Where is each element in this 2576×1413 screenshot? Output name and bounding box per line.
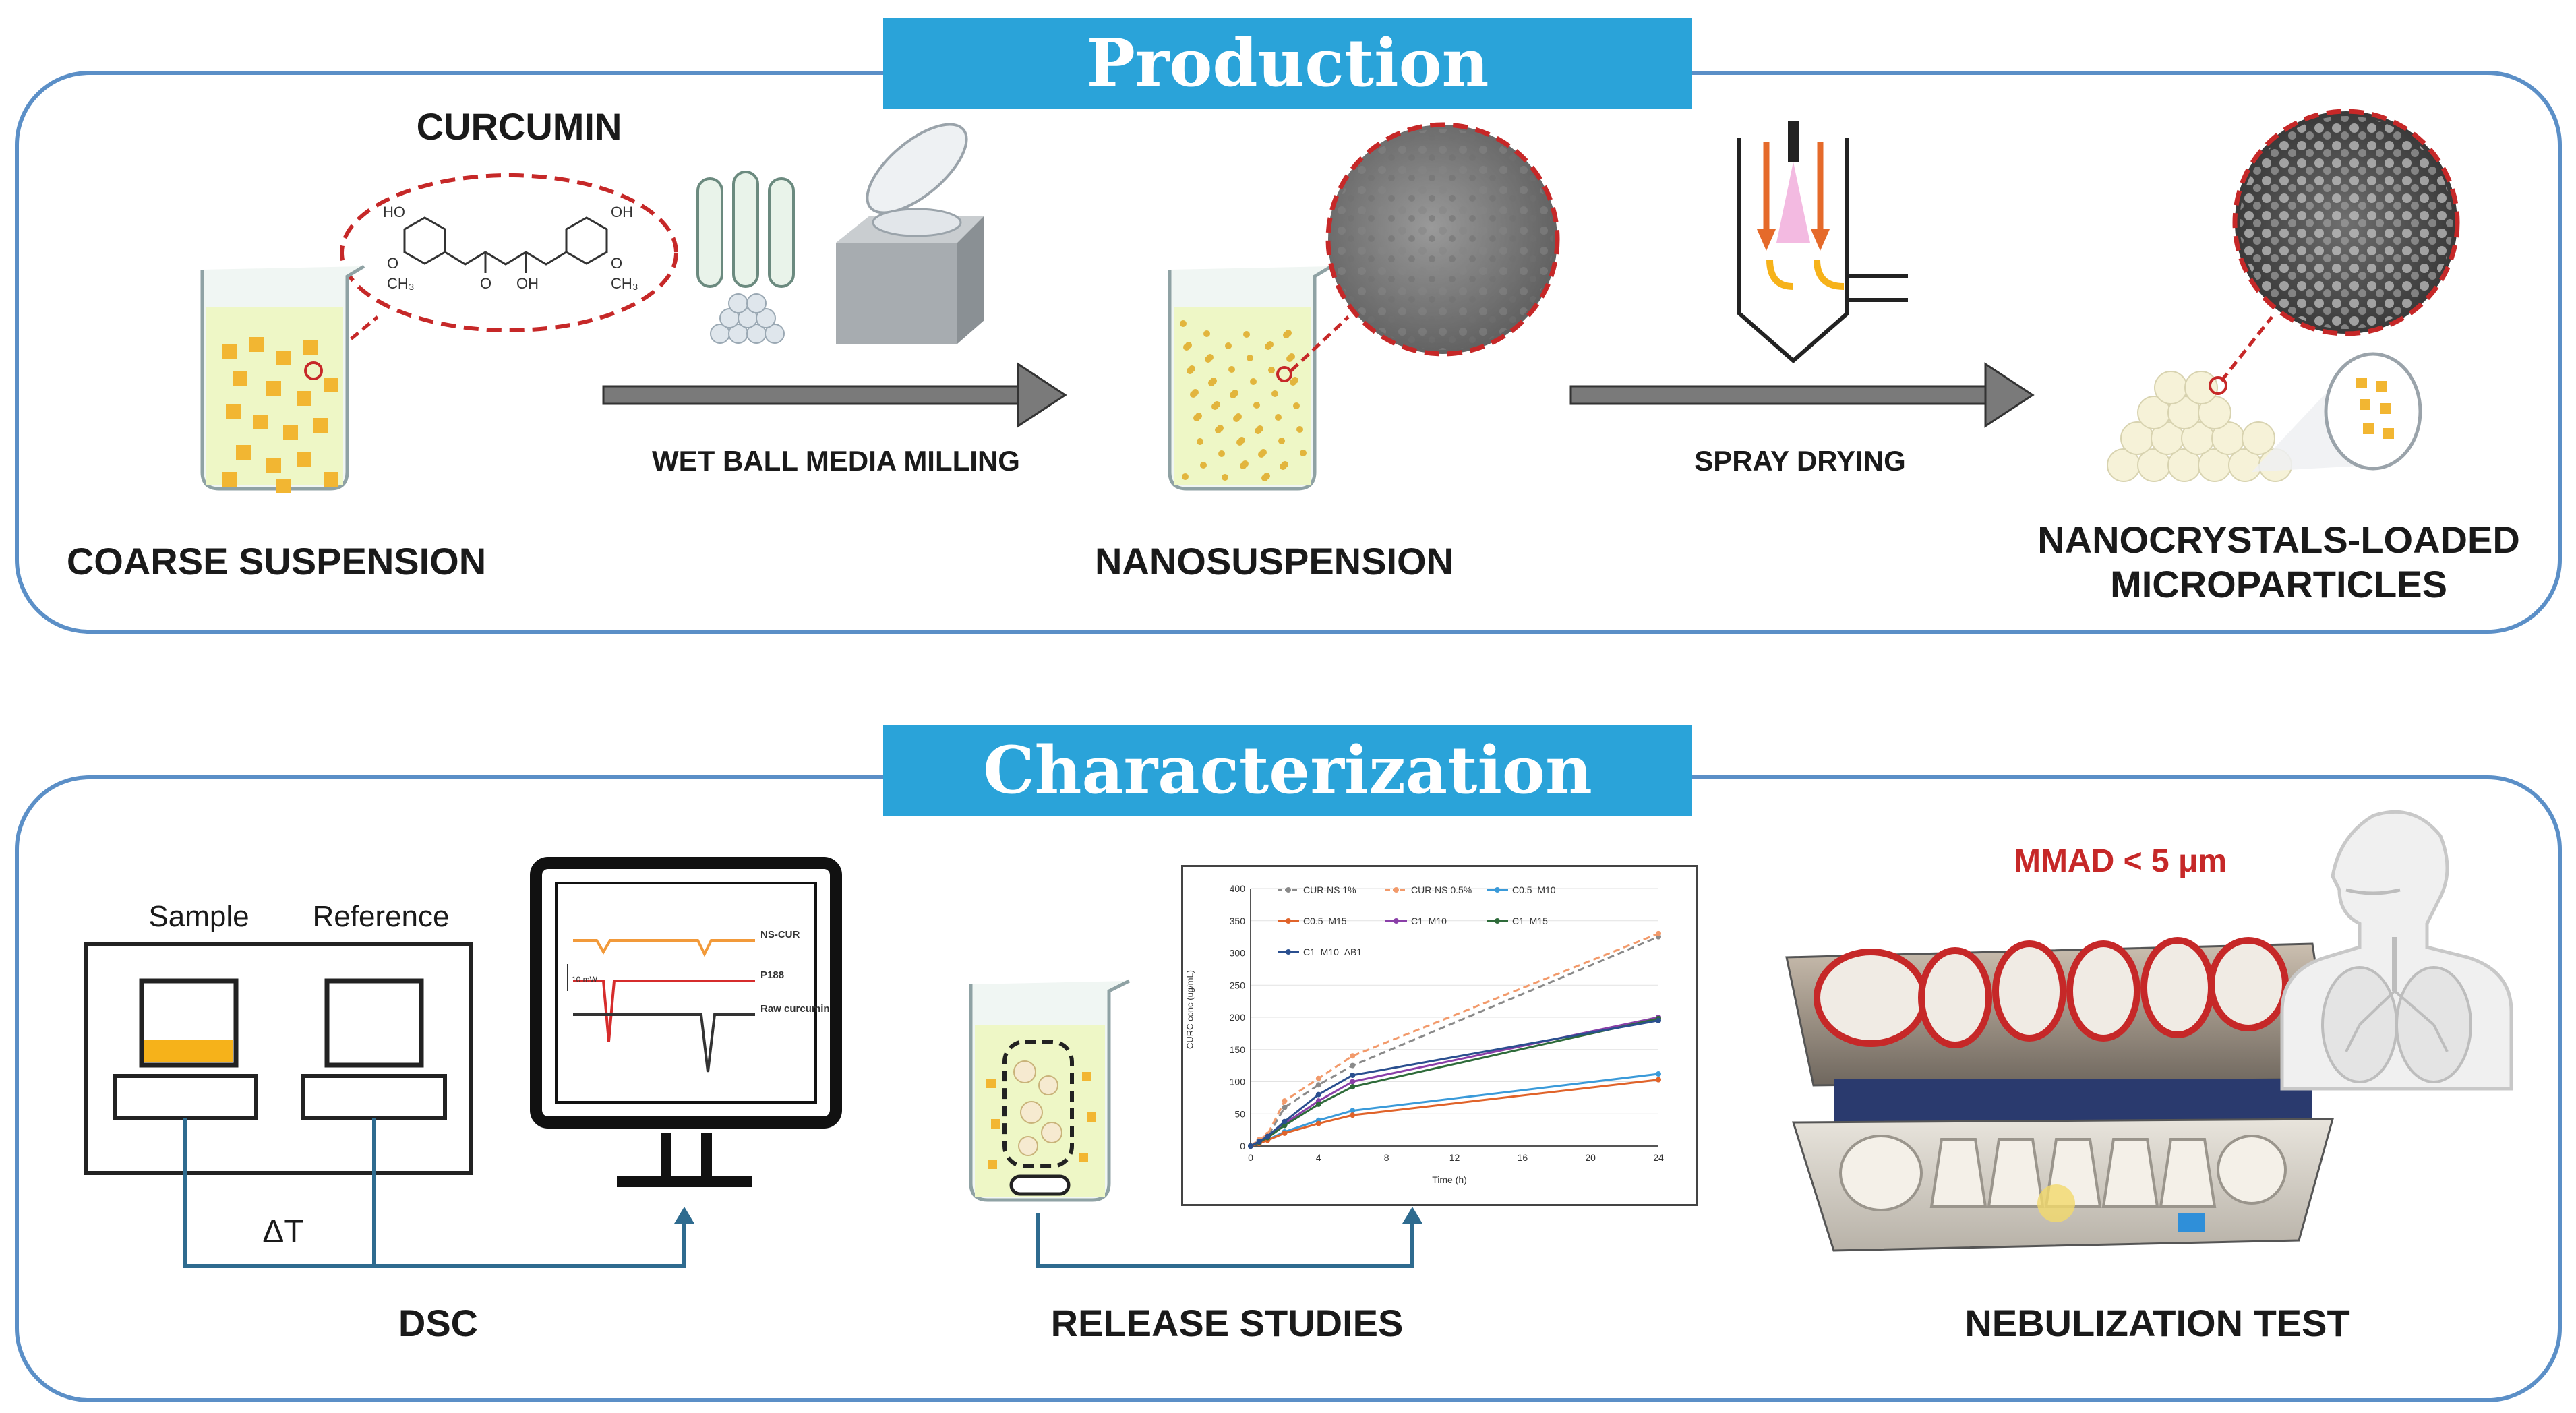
coarse-suspension-label: COARSE SUSPENSION bbox=[66, 540, 487, 582]
dsc-sample-label: Sample bbox=[148, 900, 249, 933]
microparticles-label-1: NANOCRYSTALS-LOADED bbox=[2037, 518, 2520, 561]
dsc-title: DSC bbox=[398, 1302, 479, 1344]
release-studies-title: RELEASE STUDIES bbox=[1050, 1302, 1404, 1344]
nebulization-title: NEBULIZATION TEST bbox=[1965, 1302, 2350, 1344]
production-banner: Production bbox=[883, 18, 1692, 109]
characterization-banner: Characterization bbox=[883, 725, 1692, 816]
dsc-trace-label-p188: P188 bbox=[760, 969, 785, 981]
release-chart-ylabel: CURC conc (ug/mL) bbox=[1185, 969, 1195, 1050]
spray-drying-label: SPRAY DRYING bbox=[1694, 445, 1906, 477]
dsc-reference-label: Reference bbox=[312, 900, 450, 933]
release-chart-frame bbox=[1181, 865, 1698, 1206]
release-chart-xlabel: Time (h) bbox=[1432, 1174, 1467, 1185]
microparticles-label-2: MICROPARTICLES bbox=[2110, 563, 2447, 605]
dsc-trace-label-ns-cur: NS-CUR bbox=[760, 929, 800, 940]
nanosuspension-label: NANOSUSPENSION bbox=[1094, 540, 1454, 582]
curcumin-label: CURCUMIN bbox=[416, 105, 622, 148]
dsc-scale-label: 10 mW bbox=[572, 975, 598, 984]
dsc-trace-label-raw: Raw curcumin bbox=[760, 1003, 830, 1015]
milling-label: WET BALL MEDIA MILLING bbox=[652, 445, 1020, 477]
mmad-label: MMAD < 5 μm bbox=[2013, 843, 2227, 879]
dsc-delta-label: ΔT bbox=[262, 1214, 304, 1250]
